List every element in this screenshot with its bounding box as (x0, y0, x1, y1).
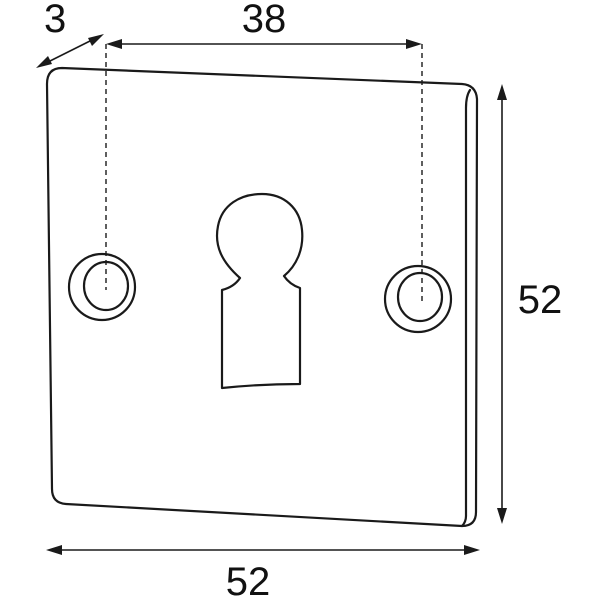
width-dimension (46, 545, 480, 555)
thickness-dimension (36, 34, 104, 68)
keyhole (215, 192, 304, 390)
hole-spacing-label: 38 (242, 0, 287, 41)
hole-spacing-dimension (106, 39, 422, 49)
height-dimension (497, 84, 507, 524)
thickness-label: 3 (44, 0, 66, 41)
plate-outline (45, 66, 479, 528)
width-label: 52 (226, 560, 271, 600)
right-screw-hole (383, 264, 453, 334)
left-screw-hole (67, 252, 137, 322)
height-label: 52 (518, 278, 563, 322)
plate-edge (460, 88, 472, 528)
